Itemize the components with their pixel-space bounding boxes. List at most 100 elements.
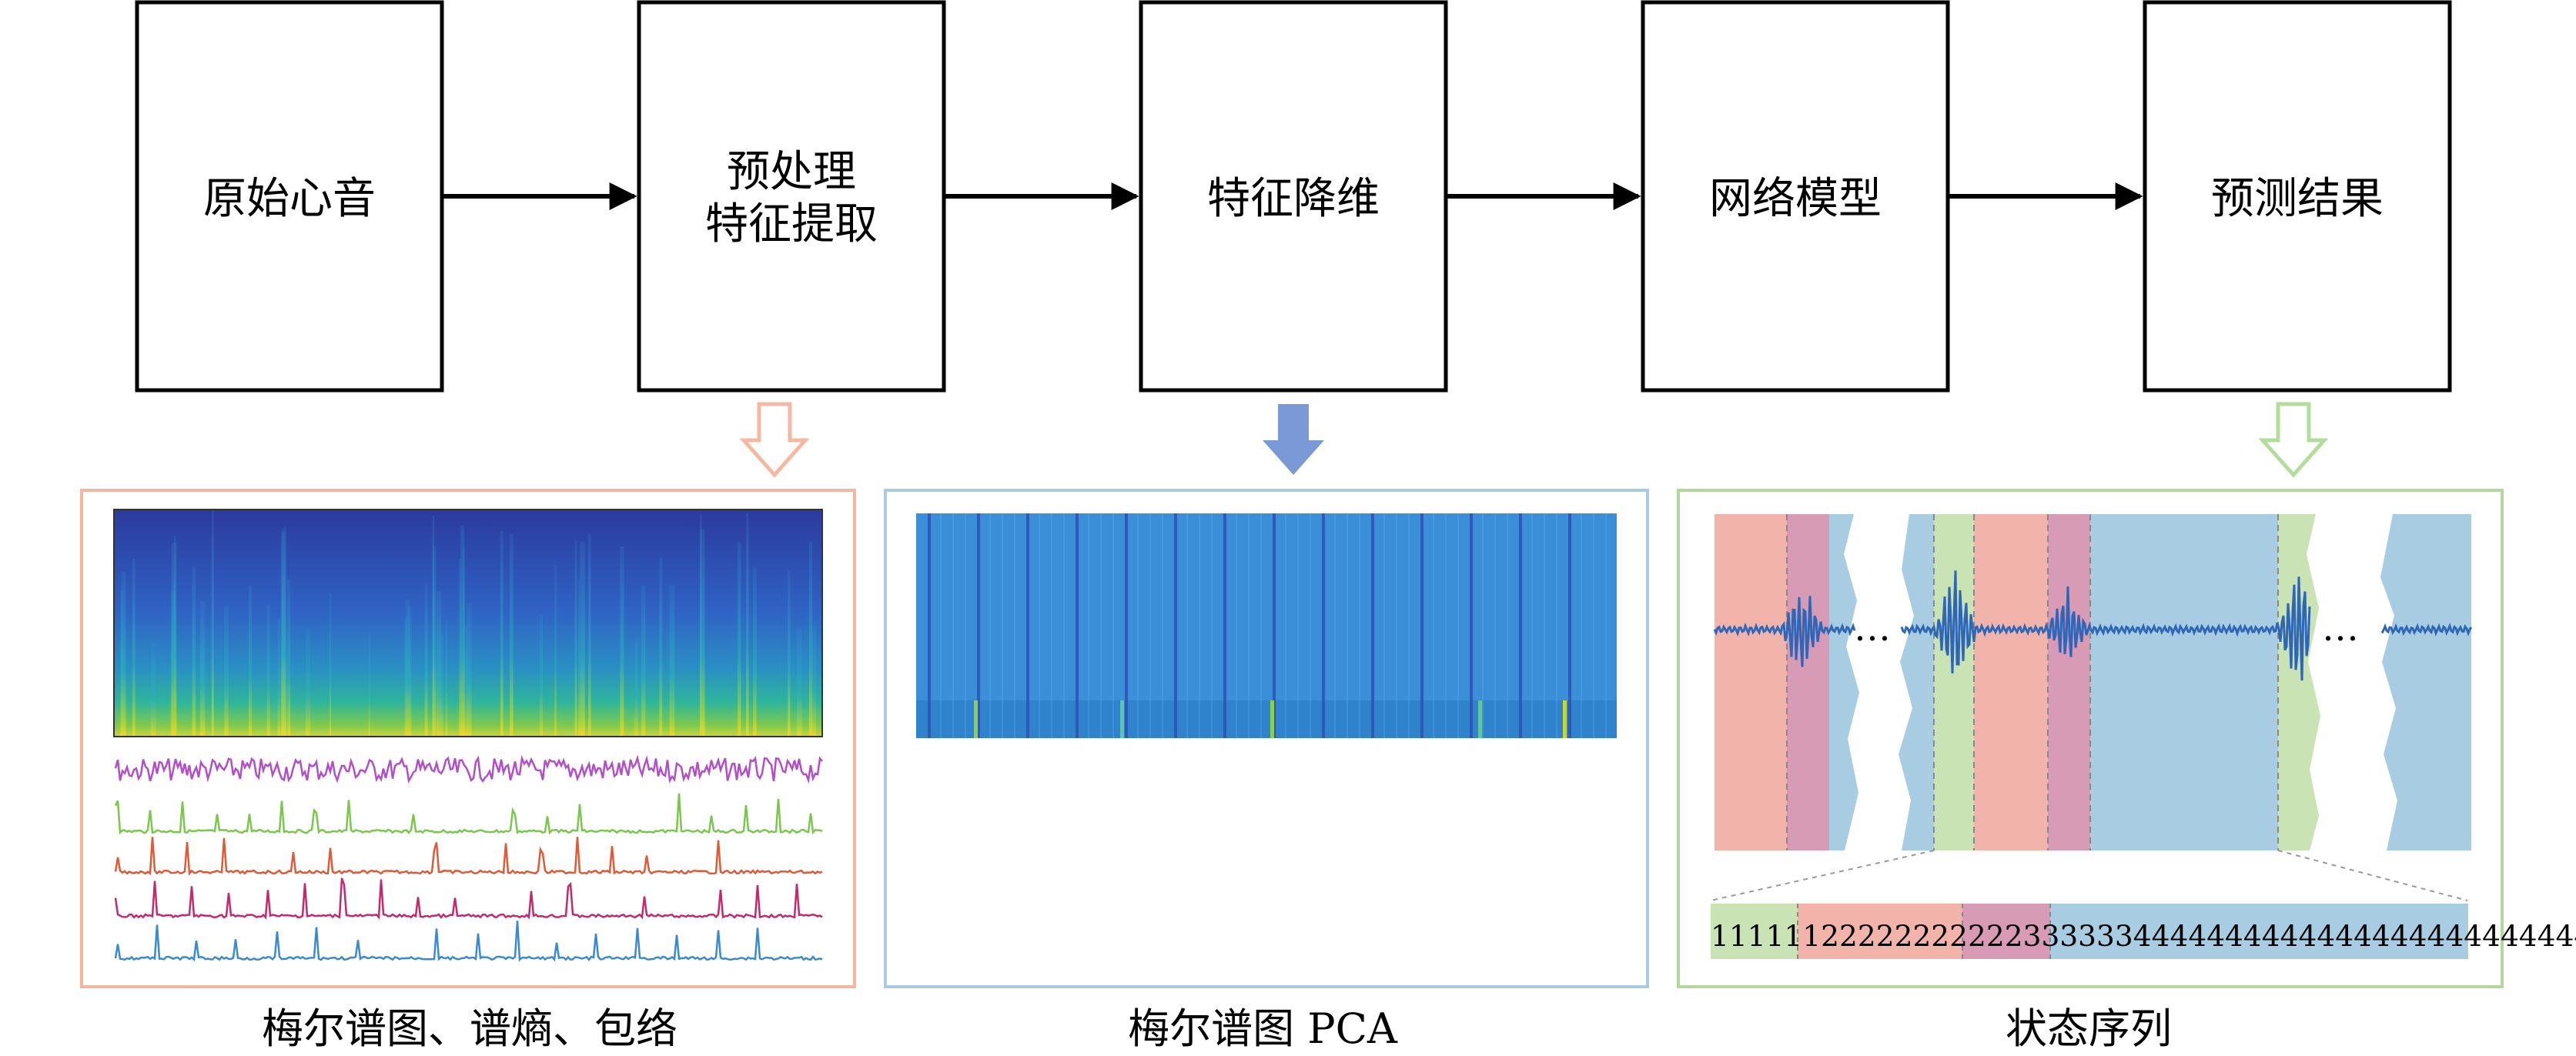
pca-column xyxy=(1112,513,1114,738)
pca-column xyxy=(1519,513,1522,738)
spectrogram-burst xyxy=(173,535,176,737)
state-sequence: 1111112222222222233333344444444444444444… xyxy=(1711,904,2576,959)
pca-column xyxy=(977,513,980,738)
spectrogram-burst xyxy=(121,572,126,737)
pca-column xyxy=(1273,513,1276,738)
pca-column xyxy=(1051,513,1052,738)
spectrogram-burst xyxy=(753,567,757,737)
pca-column xyxy=(1420,513,1423,738)
state-digits-diastole: 4444444444444444444444444444444444 xyxy=(2133,919,2576,953)
pca-column xyxy=(1310,513,1311,738)
pca-column xyxy=(1383,513,1385,738)
down-arrow-features xyxy=(739,402,810,478)
pca-column xyxy=(1334,513,1336,738)
step-raw-heart-sound: 原始心音 xyxy=(135,0,444,393)
spectrogram-burst xyxy=(577,578,580,737)
pca-column xyxy=(940,513,942,738)
pca-highlight xyxy=(974,700,978,738)
pca-column xyxy=(1396,513,1397,738)
step-preprocess-feature-extraction: 预处理 特征提取 xyxy=(637,0,946,393)
features-caption: 梅尔谱图、谱熵、包络 xyxy=(262,1004,677,1053)
pca-column xyxy=(1186,513,1188,738)
spectrogram-burst xyxy=(811,624,816,737)
state-digits-s2: 333333 xyxy=(2023,919,2133,953)
spectrogram-burst xyxy=(464,625,468,737)
spectrogram-burst xyxy=(641,586,646,737)
pca-column xyxy=(1014,513,1015,738)
step-label: 网络模型 xyxy=(1709,174,1882,224)
pca-column xyxy=(1457,513,1459,738)
pca-column xyxy=(1285,513,1286,738)
pca-heatmap xyxy=(916,513,1617,738)
pca-highlight xyxy=(1270,700,1274,738)
ellipsis: … xyxy=(1854,607,1891,650)
spectrogram-burst xyxy=(445,619,448,737)
pca-column xyxy=(965,513,966,738)
spectrogram-burst xyxy=(306,628,310,737)
pca-column xyxy=(1063,513,1065,738)
pca-column xyxy=(1494,513,1496,738)
pca-column xyxy=(1470,513,1473,738)
step-label: 预测结果 xyxy=(2211,174,2384,224)
feature-trace xyxy=(114,793,823,835)
spectrogram-burst xyxy=(248,586,252,737)
spectrogram-burst xyxy=(466,603,472,737)
pca-column xyxy=(1149,513,1151,738)
spectrogram-burst xyxy=(266,604,270,737)
spectrogram-burst xyxy=(459,559,461,737)
spectrogram-burst xyxy=(659,558,663,737)
pca-column xyxy=(1162,513,1163,738)
svg-text:111111222222222223333334444444: 1111112222222222233333344444444444444444… xyxy=(1711,919,2576,953)
feature-traces xyxy=(114,754,823,962)
mel-spectrogram xyxy=(113,509,823,737)
step-prediction-result: 预测结果 xyxy=(2143,0,2452,393)
pca-column xyxy=(1531,513,1533,738)
pca-column xyxy=(1482,513,1484,738)
spectrogram-burst xyxy=(788,570,791,737)
spectrogram-burst xyxy=(424,584,428,737)
spectrogram-burst xyxy=(368,631,370,737)
step-network-model: 网络模型 xyxy=(1641,0,1950,393)
pca-column xyxy=(1371,513,1374,738)
pca-column xyxy=(1088,513,1089,738)
pca-column xyxy=(1223,513,1226,738)
pca-column xyxy=(1236,513,1237,738)
pca-highlight xyxy=(1478,700,1482,738)
spectrogram-burst xyxy=(460,525,464,737)
ellipsis: … xyxy=(2322,607,2359,650)
pca-column xyxy=(1605,513,1607,738)
states-caption: 状态序列 xyxy=(2006,1004,2172,1053)
spectrogram-burst xyxy=(211,510,214,737)
spectrogram-burst xyxy=(554,565,557,737)
pca-column xyxy=(1408,513,1410,738)
zoom-guides xyxy=(1710,850,2468,901)
pca-column xyxy=(952,513,954,738)
step-label: 预处理 xyxy=(727,147,856,197)
pca-column xyxy=(1199,513,1200,738)
spectrogram-burst xyxy=(199,601,206,737)
spectrogram-burst xyxy=(277,619,280,737)
pca-column xyxy=(1137,513,1139,738)
pca-column xyxy=(1260,513,1262,738)
spectrogram-burst xyxy=(574,540,577,737)
pca-column xyxy=(1076,513,1079,738)
spectrogram-burst xyxy=(329,593,331,737)
pca-column xyxy=(1002,513,1003,738)
pca-column xyxy=(1297,513,1299,738)
down-arrow-states xyxy=(2258,402,2329,478)
pca-column xyxy=(1039,513,1040,738)
pca-column xyxy=(1544,513,1545,738)
pca-column xyxy=(1125,513,1128,738)
spectrogram-burst xyxy=(510,533,514,737)
spectrogram-burst xyxy=(463,548,465,737)
spectrogram-burst xyxy=(588,533,591,737)
spectrogram-burst xyxy=(407,607,412,737)
spectrogram-burst xyxy=(746,513,749,737)
feature-trace xyxy=(114,877,823,920)
feature-trace xyxy=(114,921,823,962)
pca-column xyxy=(1568,513,1571,738)
state-digits-s1: 111111 xyxy=(1711,919,1821,953)
spectrogram-burst xyxy=(669,585,675,737)
pca-column xyxy=(1445,513,1447,738)
pca-column xyxy=(1581,513,1582,738)
